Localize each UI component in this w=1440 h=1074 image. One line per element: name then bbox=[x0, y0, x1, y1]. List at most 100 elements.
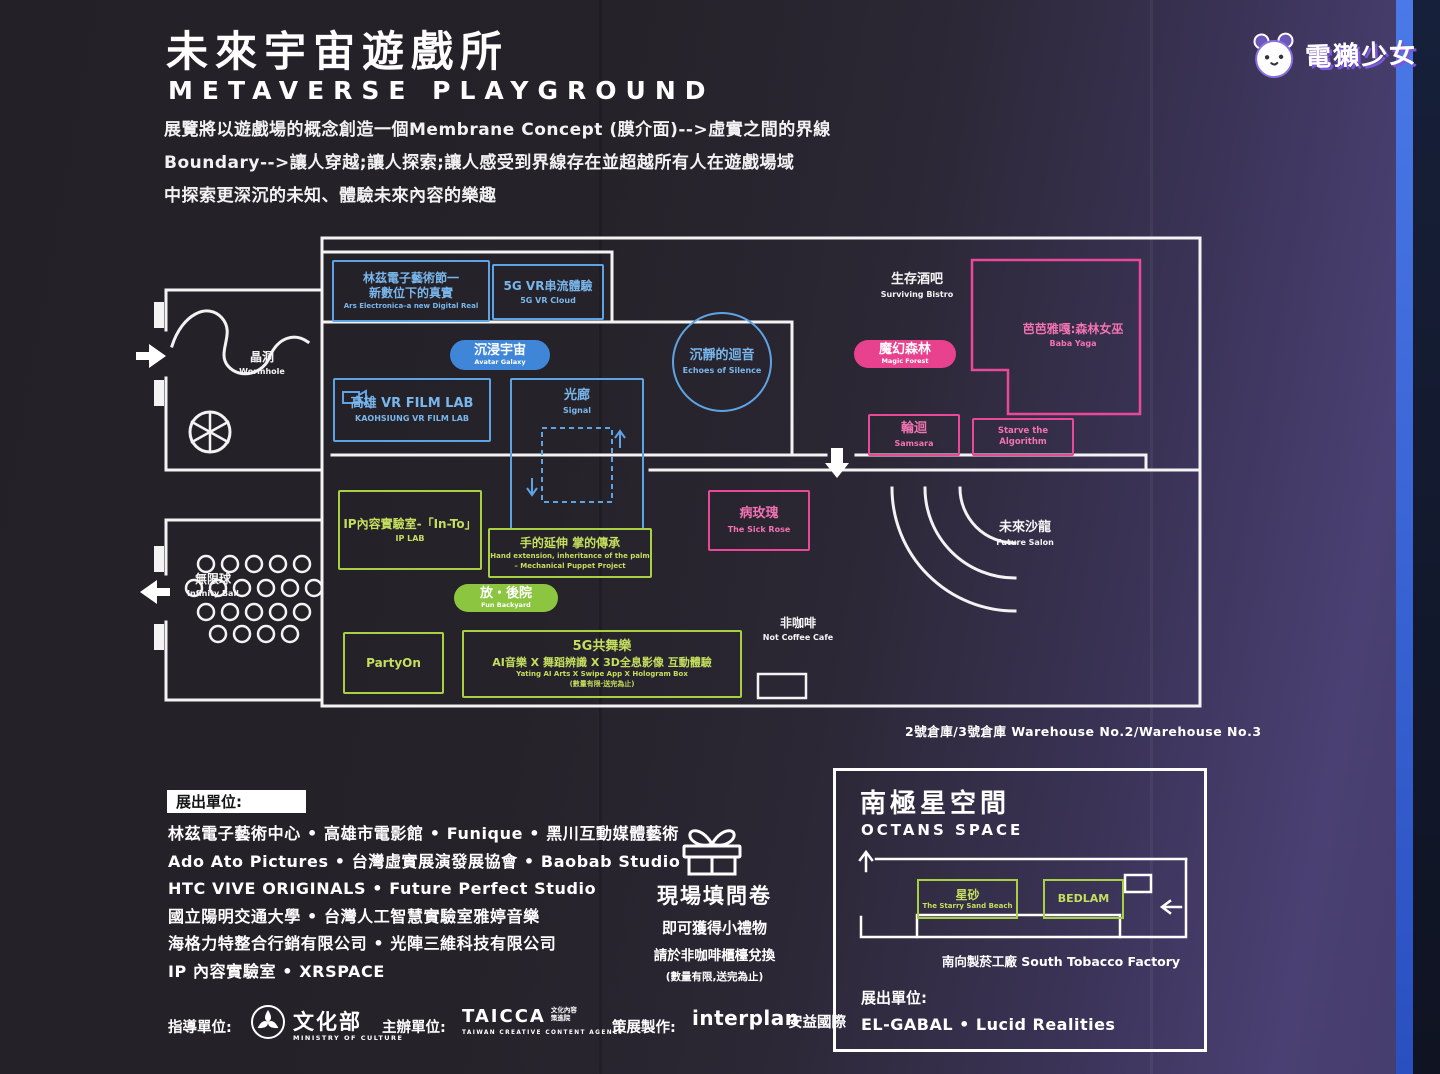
room-title-zh: 生存酒吧 bbox=[890, 272, 943, 287]
page-title: 未來宇宙遊戲所 bbox=[166, 27, 510, 76]
map-room-kaohsiung-vr-film-lab: 高雄 VR FILM LAB KAOHSIUNG VR FILM LAB bbox=[333, 378, 491, 442]
curator-name: interplan bbox=[692, 1006, 800, 1030]
octans-space-section: 南極星空間 OCTANS SPACE 星砂 The Starry Sand Be… bbox=[833, 768, 1207, 1052]
room-title-zh: 新數位下的真實 bbox=[368, 286, 453, 301]
map-room-echoes-of-silence: 沉靜的迴音 Echoes of Silence bbox=[672, 312, 772, 412]
map-room-the-sick-rose: 病玫瑰 The Sick Rose bbox=[708, 490, 810, 551]
map-room-partyon: PartyOn bbox=[343, 632, 444, 694]
map-room-avatar-galaxy: 沉浸宇宙 Avatar Galaxy bbox=[450, 340, 550, 370]
wall-panel-seam bbox=[1150, 0, 1153, 1074]
survey-section: 現場填問卷 即可獲得小禮物 請於非咖啡櫃檯兌換 (數量有限,送完為止) bbox=[622, 880, 807, 984]
map-room-ip-lab: IP內容實驗室-「In-To」 IP LAB bbox=[338, 490, 482, 570]
right-dark-edge bbox=[1413, 0, 1440, 1074]
room-title-en: Fun Backyard bbox=[481, 601, 531, 610]
octans-exhibitors: EL-GABAL • Lucid Realities bbox=[861, 1015, 1116, 1034]
curator-suffix: 安益國際 bbox=[788, 1015, 846, 1031]
page-subtitle: METAVERSE PLAYGROUND bbox=[168, 76, 715, 105]
map-room-wormhole: 晶洞 Wormhole bbox=[222, 350, 302, 377]
description-line: 中探索更深沉的未知、體驗未來內容的樂趣 bbox=[164, 186, 497, 206]
room-title-en: Ars Electronica–a new Digital Real bbox=[343, 302, 479, 311]
taicca-subtitle: TAIWAN CREATIVE CONTENT AGENCY bbox=[462, 1030, 625, 1036]
room-subtitle: AI音樂 X 舞蹈辨識 X 3D全息影像 互動體驗 bbox=[492, 655, 712, 669]
room-title-zh: 放・後院 bbox=[479, 585, 532, 601]
room-title-en: The Sick Rose bbox=[727, 524, 791, 534]
room-title-en: Samsara bbox=[894, 439, 934, 449]
room-title-zh: 晶洞 bbox=[249, 350, 274, 364]
room-title-zh: 未來沙龍 bbox=[998, 520, 1051, 535]
taicca-side-line: 文化內容 bbox=[550, 1006, 577, 1014]
room-title-zh: 芭芭雅嘎:森林女巫 bbox=[1022, 322, 1124, 336]
room-title-en: Yating AI Arts X Swipe App X Hologram Bo… bbox=[516, 670, 688, 679]
room-title-zh: 魔幻森林 bbox=[878, 341, 931, 357]
room-title-en: Future Salon bbox=[996, 538, 1054, 548]
map-walls-graphic bbox=[136, 236, 1202, 708]
exhibitors-label: 展出單位: bbox=[167, 790, 306, 813]
room-title-zh: 沉浸宇宙 bbox=[473, 342, 526, 358]
survey-title: 現場填問卷 bbox=[657, 884, 772, 908]
map-room-fun-backyard: 放・後院 Fun Backyard bbox=[454, 584, 558, 612]
octans-room-starry-sand-beach: 星砂 The Starry Sand Beach bbox=[917, 879, 1018, 919]
gift-icon bbox=[682, 829, 742, 876]
room-title-en: KAOHSIUNG VR FILM LAB bbox=[355, 414, 469, 424]
brand-name: 電獺少女 bbox=[1304, 38, 1418, 73]
octans-caption: 南向製菸工廠 South Tobacco Factory bbox=[941, 954, 1181, 969]
room-title-en: Wormhole bbox=[239, 367, 285, 376]
exhibitor-line: 林茲電子藝術中心 • 高雄市電影館 • Funique • 黑川互動媒體藝術 bbox=[168, 824, 679, 843]
room-title-zh: 病玫瑰 bbox=[739, 506, 779, 522]
ministry-subtitle: MINISTRY OF CULTURE bbox=[293, 1034, 404, 1042]
map-room-5g-vr-cloud: 5G VR串流體驗 5G VR Cloud bbox=[492, 264, 604, 320]
curator-unit-label: 策展製作: bbox=[612, 1020, 676, 1036]
survey-note: (數量有限,送完為止) bbox=[665, 971, 764, 983]
room-title-en: Signal bbox=[562, 406, 592, 416]
room-title-zh: 5G共舞樂 bbox=[572, 639, 632, 655]
room-title-en: Magic Forest bbox=[881, 357, 929, 366]
map-room-hand-extension: 手的延伸 掌的傳承 Hand extension, inheritance of… bbox=[488, 528, 652, 578]
brand-logo: 電獺少女 bbox=[1247, 25, 1418, 83]
guide-unit-label: 指導單位: bbox=[168, 1020, 232, 1036]
warehouse-caption: 2號倉庫/3號倉庫 Warehouse No.2/Warehouse No.3 bbox=[905, 724, 1262, 739]
room-title-zh: 手的延伸 掌的傳承 bbox=[519, 535, 621, 550]
taicca-logo: TAICCA 文化內容 策進院 bbox=[462, 1006, 577, 1027]
taicca-name: TAICCA bbox=[462, 1006, 546, 1027]
otter-mascot-icon bbox=[1253, 32, 1294, 79]
map-room-ars-electronica: 林茲電子藝術節一 新數位下的真實 Ars Electronica–a new D… bbox=[332, 260, 490, 322]
room-title-zh: 5G VR串流體驗 bbox=[503, 278, 593, 293]
exhibitor-line: IP 內容實驗室 • XRSPACE bbox=[168, 961, 385, 981]
room-title-en: Infinity Ball bbox=[187, 589, 239, 598]
signal-direction-arrows bbox=[526, 429, 626, 497]
room-title-en: The Starry Sand Beach bbox=[922, 902, 1013, 910]
room-title-en: – Mechanical Puppet Project bbox=[514, 561, 626, 570]
host-unit-label: 主辦單位: bbox=[382, 1020, 446, 1036]
octans-minimap-graphic bbox=[858, 849, 1188, 939]
entrance-arrow-icon bbox=[136, 344, 166, 368]
map-room-baba-yaga: 芭芭雅嘎:森林女巫 Baba Yaga bbox=[998, 322, 1148, 349]
room-title-zh: 輪迴 bbox=[900, 420, 927, 436]
wall-panel-seam bbox=[599, 0, 602, 1074]
film-camera-icon bbox=[342, 389, 367, 406]
exhibitor-line: Ado Ato Pictures • 台灣虛實展演發展協會 • Baobab S… bbox=[168, 851, 681, 871]
map-room-infinity-ball: 無限球 Infinity Ball bbox=[168, 572, 258, 599]
map-room-future-salon: 未來沙龍 Future Salon bbox=[970, 520, 1080, 548]
exhibitor-line: 國立陽明交通大學 • 台灣人工智慧實驗室雅婷音樂 bbox=[168, 906, 540, 926]
exit-arrow-icon bbox=[140, 580, 170, 604]
octans-title-en: OCTANS SPACE bbox=[861, 821, 1024, 839]
exhibition-description: 展覽將以遊戲場的概念創造一個Membrane Concept (膜介面)-->虛… bbox=[164, 114, 864, 213]
description-line: Boundary-->讓人穿越;讓人探索;讓人感受到界線存在並超越所有人在遊戲場… bbox=[164, 153, 795, 173]
room-title-zh: 沉靜的迴音 bbox=[689, 347, 755, 363]
ministry-of-culture-logo-icon bbox=[251, 1005, 285, 1039]
floor-map: 林茲電子藝術節一 新數位下的真實 Ars Electronica–a new D… bbox=[136, 228, 1215, 728]
room-title: PartyOn bbox=[366, 655, 421, 670]
survey-line: 即可獲得小禮物 bbox=[661, 919, 767, 937]
exhibitor-line: HTC VIVE ORIGINALS • Future Perfect Stud… bbox=[168, 879, 597, 898]
taicca-side-line: 策進院 bbox=[550, 1014, 571, 1022]
map-room-signal: 光廊 Signal bbox=[510, 378, 644, 530]
octans-room-bedlam: BEDLAM bbox=[1043, 879, 1124, 919]
room-title-zh: IP內容實驗室-「In-To」 bbox=[343, 516, 477, 531]
octans-exhibitors-label: 展出單位: bbox=[861, 989, 927, 1007]
exhibitor-line: 海格力特整合行銷有限公司 • 光陣三維科技有限公司 bbox=[168, 934, 557, 953]
map-room-surviving-bistro: 生存酒吧 Surviving Bistro bbox=[862, 272, 972, 300]
room-title-zh: 高雄 VR FILM LAB bbox=[350, 395, 474, 411]
map-room-not-coffee-cafe: 非咖啡 Not Coffee Cafe bbox=[748, 616, 848, 643]
room-title-en: Starve the Algorithm bbox=[997, 426, 1049, 447]
map-room-magic-forest: 魔幻森林 Magic Forest bbox=[854, 340, 956, 368]
